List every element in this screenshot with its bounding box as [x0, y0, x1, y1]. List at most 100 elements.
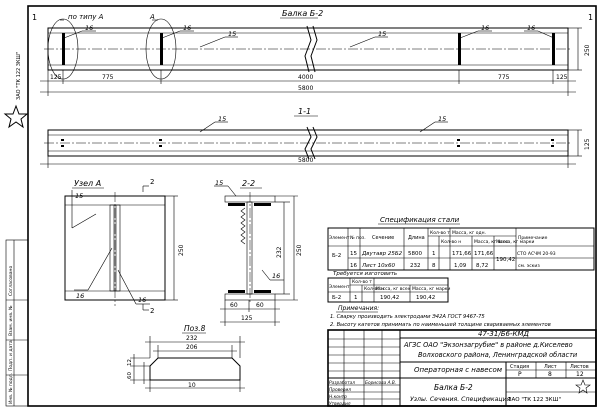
dim-label: 10: [188, 382, 196, 389]
note-item: 1. Сварку производить электродами Э42А Г…: [330, 314, 485, 320]
demand-table-title: Требуется изготовить: [333, 271, 397, 277]
section-1-1-title: 1-1: [298, 107, 311, 116]
table-cell: 1,09: [454, 263, 467, 269]
star-icon: [575, 379, 591, 394]
dim-label: 250: [296, 244, 303, 256]
drawing-title: Балка Б-2: [434, 383, 473, 392]
mark-label: 16: [138, 296, 146, 304]
left-strip-label: Взам. инв. №: [8, 305, 14, 336]
dim-label: 775: [102, 74, 114, 81]
title-block: 47-31/Б6-КМД АГЗС ОАО "Экзонзагрубие" в …: [327, 329, 597, 407]
note-item: 2. Высоту катетов принимать по наименьше…: [330, 322, 551, 328]
left-strip-label: Подп. и дата: [8, 340, 14, 371]
left-strip: Согласовано Взам. инв. № Подп. и дата Ин…: [5, 239, 29, 407]
mark-label: 16: [85, 24, 93, 32]
mark-label: 15: [438, 115, 446, 123]
sheet-frame: [27, 5, 597, 407]
section-2-2: 2-2 15 16 232 250 60 60 125: [214, 179, 303, 326]
table-cell: 190,42: [416, 295, 435, 301]
stage-header: Лист: [544, 364, 557, 370]
dim-label: 60: [230, 302, 238, 309]
drawing-subtitle: Узлы. Сечения. Спецификация: [410, 396, 511, 403]
dim-label: 206: [186, 344, 198, 351]
mark-label: 16: [272, 272, 280, 280]
node-a-height-dim: 250: [178, 244, 185, 256]
table-header: Сечение: [372, 235, 394, 241]
section-mark: 2: [150, 307, 154, 315]
table-header: Кол-во н: [364, 286, 384, 292]
spec-table: Спецификация стали Элемент № поз. Сечени…: [327, 216, 595, 271]
org-line-2: Волховского района, Ленинградской област…: [418, 351, 578, 359]
table-header: Примечание: [518, 235, 548, 241]
table-header: Кол-во н: [441, 239, 461, 245]
table-cell: Б-2: [332, 253, 341, 259]
dim-label: 232: [186, 335, 198, 342]
dim-label: 125: [241, 315, 253, 322]
table-cell: см. эскиз: [518, 264, 540, 269]
section-2-2-title: 2-2: [242, 179, 255, 188]
table-cell: 171,66: [474, 251, 494, 257]
callout-a-label: А: [149, 13, 155, 21]
spec-table-title: Спецификация стали: [380, 216, 460, 224]
left-stamp-label: ЗАО "ТК 122 ЗКШ": [16, 52, 22, 100]
table-header: Кол-во т: [430, 230, 450, 236]
stage-value: Р: [518, 371, 522, 378]
table-cell: 1: [432, 251, 436, 257]
frame-mark-left: 1: [32, 13, 37, 22]
notes: Примечания: 1. Сварку производить электр…: [330, 305, 551, 328]
table-header: Масса, кг всех: [474, 239, 509, 245]
org-line-1: АГЗС ОАО "Экзонзагрубие" в районе д.Кисе…: [403, 341, 573, 349]
dim-total-label: 5800: [298, 85, 313, 92]
section-height-dim: 125: [584, 138, 591, 150]
table-header: Длина: [408, 235, 425, 241]
stage-value: 12: [576, 371, 584, 378]
table-cell: Лист 10x60: [361, 263, 395, 269]
left-strip-label: Инв. № подл.: [8, 373, 14, 404]
mark-label: 16: [527, 24, 535, 32]
table-header: Масса, кг марки: [412, 286, 450, 292]
dim-label: 4000: [298, 74, 313, 81]
role-label: Н.контр: [329, 394, 347, 400]
table-header: Масса, кг всех: [376, 286, 411, 292]
table-header: Кол-во т: [352, 279, 372, 285]
section-mark: 2: [150, 178, 154, 186]
pos-8-title: Поз.8: [184, 324, 206, 333]
table-cell: 8: [432, 263, 436, 269]
table-header: Масса, кг марки: [496, 239, 534, 245]
table-cell: 1: [354, 295, 358, 301]
object-name: Операторная с навесом: [414, 366, 503, 374]
beam-elevation: Балка Б-2 по типу А А 16 16 15 1: [40, 9, 591, 96]
company-name: ЗАО "ТК 122 ЗКШ": [508, 397, 561, 403]
mark-label: 15: [218, 115, 226, 123]
dim-label: 232: [276, 246, 283, 258]
role-label: Разработал: [329, 380, 355, 386]
table-header: № поз.: [350, 235, 366, 241]
dim-label: 125: [50, 74, 62, 81]
callout-type-label: по типу А: [68, 13, 104, 21]
star-icon: [3, 104, 29, 129]
beam-title: Балка Б-2: [282, 9, 323, 18]
table-cell: 171,66: [452, 251, 472, 257]
table-cell: 8,72: [476, 263, 488, 269]
beam-height-dim: 250: [584, 44, 591, 56]
notes-title: Примечания:: [338, 305, 379, 312]
drawing-code: 47-31/Б6-КМД: [478, 330, 529, 338]
node-a: Узел А 2 2 15 16 16 250: [64, 178, 185, 315]
dim-total-label: 5800: [298, 157, 313, 164]
demand-table: Требуется изготовить Элемент Кол-во т Ко…: [327, 271, 450, 303]
table-cell: 15: [350, 251, 357, 257]
mark-label: 15: [215, 179, 223, 187]
stage-value: 8: [548, 371, 552, 378]
table-cell: 190,42: [380, 295, 399, 301]
node-a-title: Узел А: [74, 179, 101, 188]
section-1-1: 1-1 15 15 125 5800: [40, 107, 591, 168]
mark-label: 15: [378, 30, 386, 38]
left-strip-label: Согласовано: [8, 266, 14, 296]
table-cell: 190,42: [496, 257, 515, 263]
table-header: Элемент: [329, 235, 350, 241]
mark-label: 15: [75, 192, 83, 200]
frame-mark-right: 1: [588, 13, 593, 22]
dim-label: 12: [127, 359, 133, 366]
table-header: Масса, кг одн.: [452, 230, 486, 236]
